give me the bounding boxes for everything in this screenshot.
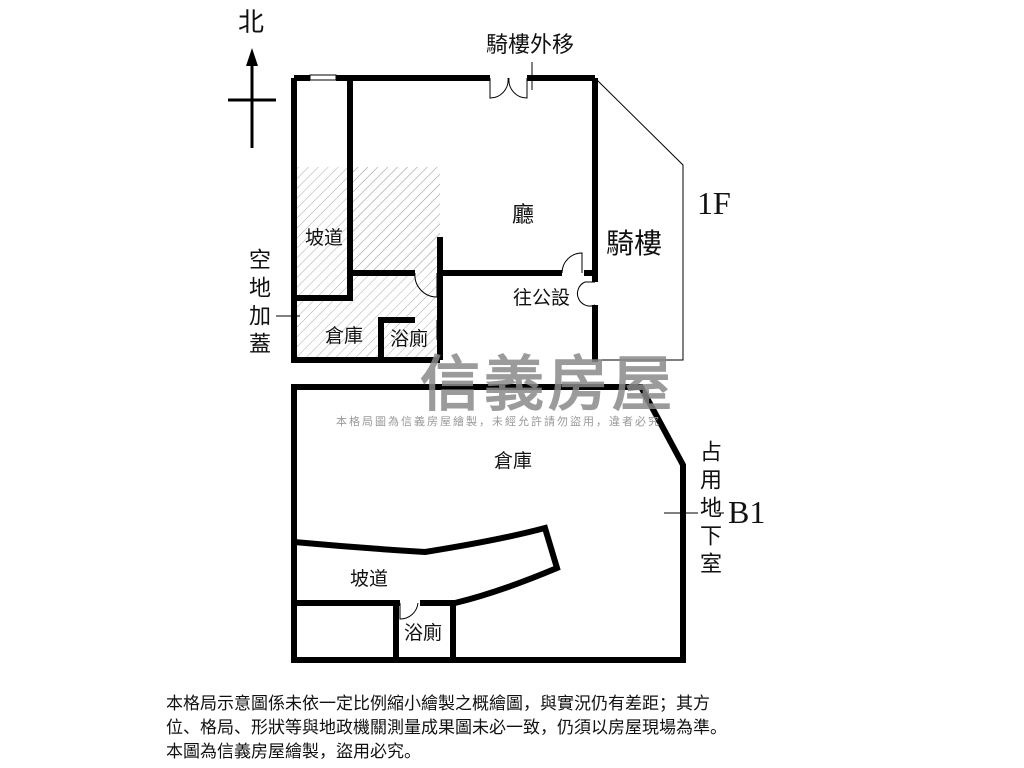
occupied-basement-label: 占用地下室 (696, 440, 721, 580)
extension-label: 空地加蓋 (245, 248, 270, 360)
north-arrow-icon (228, 48, 276, 148)
room-hall: 廳 (512, 203, 535, 228)
room-storage-b1: 倉庫 (494, 450, 533, 472)
floor-b1-walls (291, 384, 686, 663)
extension-hatch-area (294, 167, 440, 360)
door-b1 (399, 602, 419, 620)
room-ramp-b1: 坡道 (350, 568, 389, 590)
level-1f-label: 1F (697, 185, 731, 221)
room-ramp-1f: 坡道 (305, 227, 344, 249)
level-b1-label: B1 (728, 494, 766, 530)
arcade-moved-label: 騎樓外移 (486, 33, 575, 58)
arcade-outline (596, 79, 684, 361)
watermark-notice: 本格局圖為信義房屋繪製，未經允許請勿盜用，違者必究 (336, 415, 661, 428)
to-public-label: 往公設 (513, 287, 571, 309)
room-bathroom-b1: 浴廁 (404, 622, 443, 644)
room-bathroom-1f: 浴廁 (390, 328, 429, 350)
doors-1f (309, 62, 596, 340)
disclaimer-line: 位、格局、形狀等與地政機關測量成果圖未必一致，仍須以房屋現場為準。 (166, 718, 727, 738)
room-storage-1f: 倉庫 (325, 325, 364, 347)
disclaimer-line: 本格局示意圖係未依一定比例縮小繪製之概繪圖，與實況仍有差距；其方 (166, 694, 710, 714)
room-arcade: 騎樓 (606, 227, 663, 260)
disclaimer-line: 本圖為信義房屋繪製，盜用必究。 (166, 742, 421, 762)
disclaimer: 本格局示意圖係未依一定比例縮小繪製之概繪圖，與實況仍有差距；其方 位、格局、形狀… (166, 692, 727, 764)
north-label: 北 (238, 8, 265, 38)
floor-1f-walls (291, 75, 598, 363)
watermark-brand: 信義房屋 (420, 350, 676, 420)
